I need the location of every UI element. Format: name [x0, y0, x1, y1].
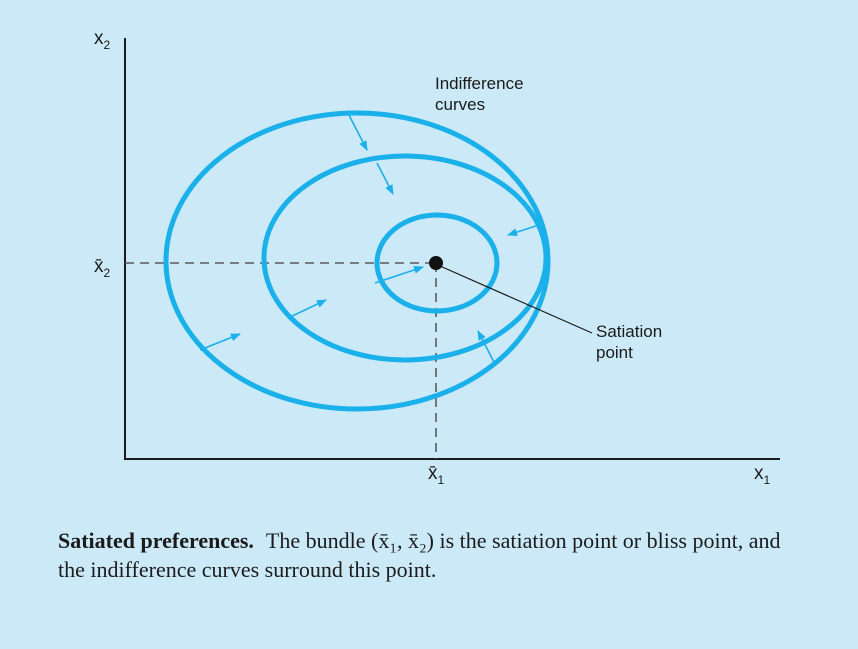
satiation-point [429, 256, 443, 270]
caption-text: The bundle (x̄₁, x̄₂) is the satiation p… [58, 528, 781, 582]
figure-caption: Satiated preferences.The bundle (x̄₁, x̄… [58, 526, 798, 584]
preference-arrow [376, 162, 394, 195]
x-axis-label: x1 [754, 463, 771, 487]
diagram-canvas: x2 x1 x̄1 x̄2 Indifference curves Satiat… [94, 28, 780, 487]
indifference-curves-label-line2: curves [435, 95, 485, 114]
indifference-curve-inner [374, 212, 500, 314]
indifference-curves-label-line1: Indifference [435, 74, 524, 93]
preference-arrow [199, 333, 241, 351]
satiation-point-label-line1: Satiation [596, 322, 662, 341]
preference-arrow [507, 224, 540, 237]
caption-title: Satiated preferences. [58, 528, 254, 553]
y-axis-label: x2 [94, 28, 111, 52]
indifference-curve-middle [261, 153, 549, 363]
preference-arrow [287, 299, 327, 319]
satiation-point-label-line2: point [596, 343, 633, 362]
preference-arrow [374, 266, 424, 284]
indifference-curve-outer [163, 110, 551, 412]
preference-arrow [477, 330, 497, 367]
satiation-leader-line [439, 265, 593, 334]
x-bar-1-label: x̄1 [428, 463, 445, 487]
x-bar-2-label: x̄2 [94, 256, 111, 280]
preference-arrow [348, 114, 368, 151]
